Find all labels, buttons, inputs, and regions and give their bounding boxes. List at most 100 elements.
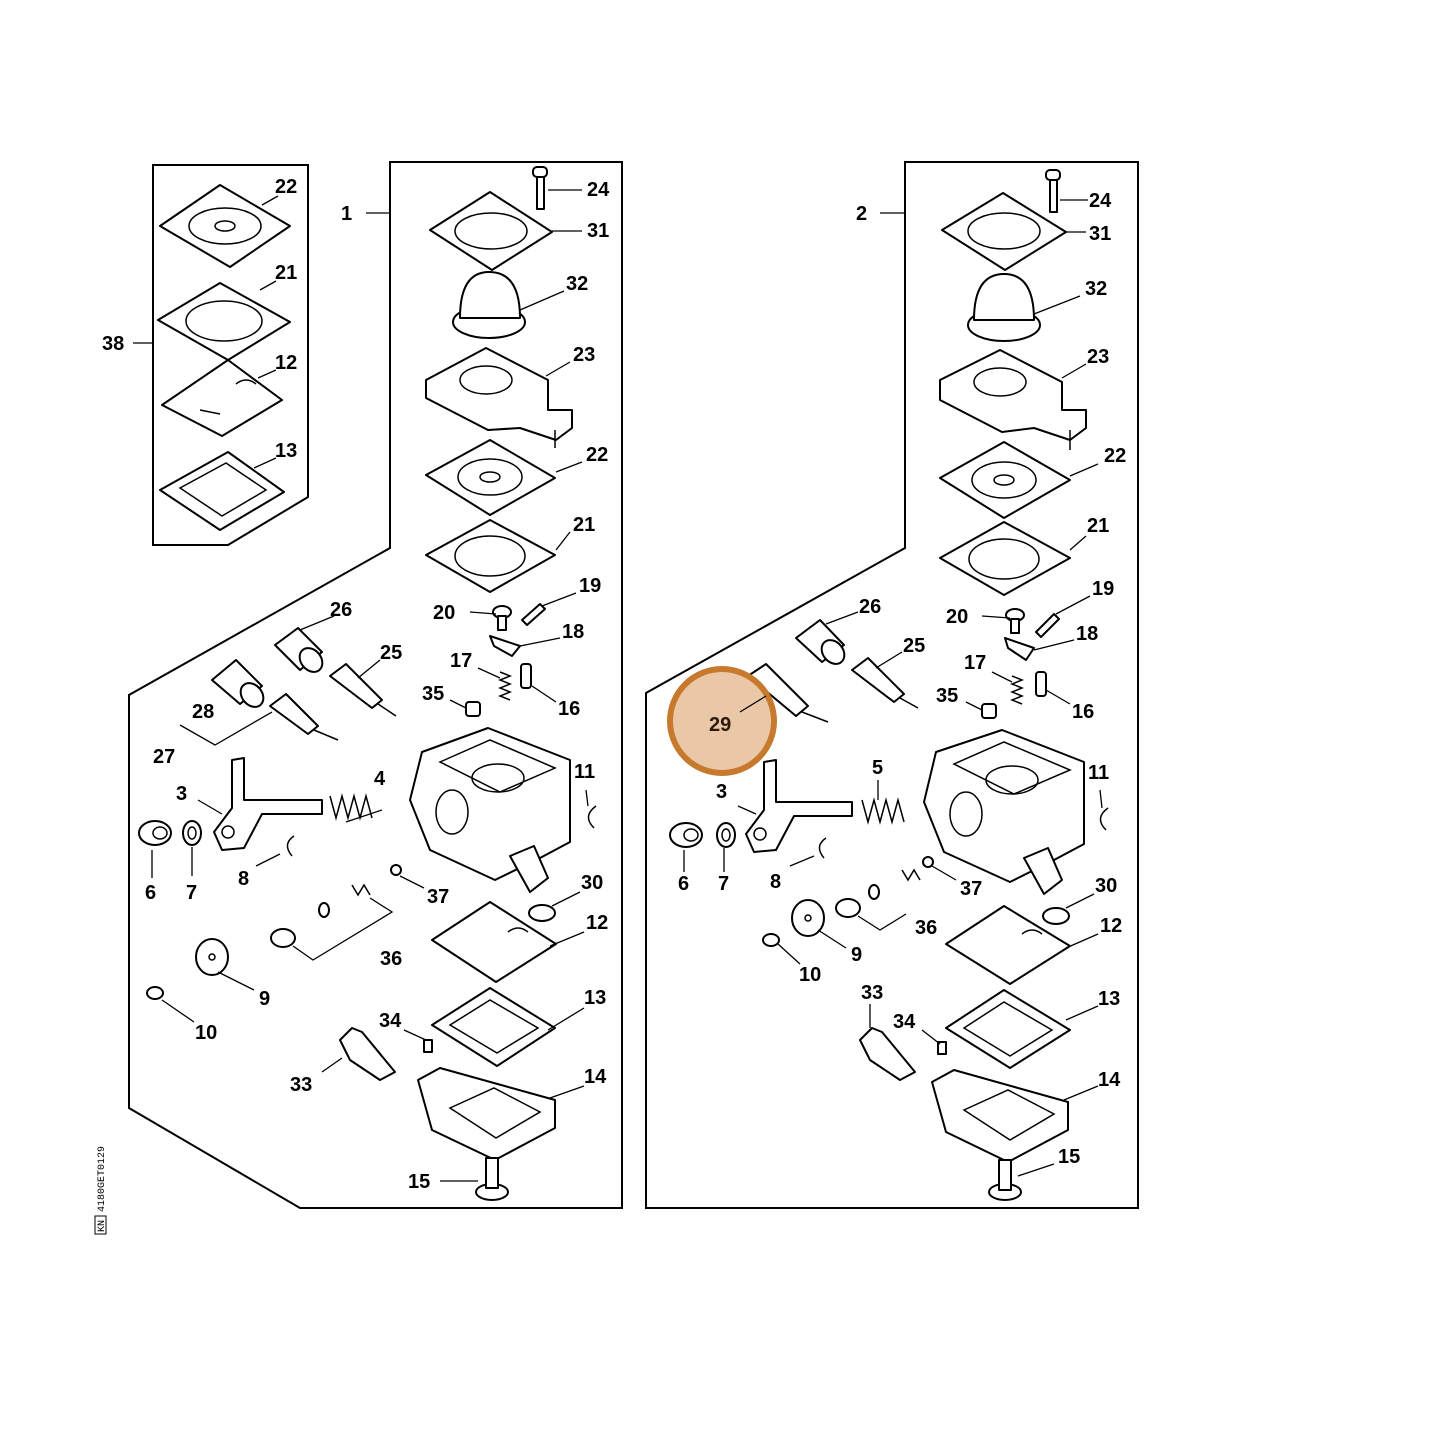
label-33-right[interactable]: 33 — [861, 982, 883, 1004]
fitting-28-left — [211, 659, 265, 708]
label-30-left[interactable]: 30 — [581, 872, 603, 894]
label-16-right[interactable]: 16 — [1072, 701, 1094, 723]
label-13-left[interactable]: 13 — [584, 987, 606, 1009]
left-labels: 1 24 31 32 23 22 21 19 20 18 26 25 17 16… — [145, 179, 610, 1193]
label-27-left[interactable]: 27 — [153, 746, 175, 768]
highlight-ring[interactable] — [667, 666, 777, 776]
label-32-right[interactable]: 32 — [1085, 278, 1107, 300]
washer-7-right — [716, 822, 736, 848]
screw-10-right — [762, 933, 780, 947]
label-19-right[interactable]: 19 — [1092, 578, 1114, 600]
drawing-code: 4180GET0129 KN — [94, 1146, 108, 1235]
label-kit-22[interactable]: 22 — [275, 176, 297, 198]
label-23-right[interactable]: 23 — [1087, 346, 1109, 368]
pump-housing-23-left — [425, 347, 573, 448]
label-38[interactable]: 38 — [102, 333, 124, 355]
label-34-left[interactable]: 34 — [379, 1010, 402, 1032]
label-28-left[interactable]: 28 — [192, 701, 214, 723]
label-10-left[interactable]: 10 — [195, 1022, 217, 1044]
label-9-right[interactable]: 9 — [851, 944, 862, 966]
label-31-left[interactable]: 31 — [587, 220, 609, 242]
label-20-left[interactable]: 20 — [433, 602, 455, 624]
drawing-code-text: 4180GET0129 — [97, 1146, 108, 1212]
label-10-right[interactable]: 10 — [799, 964, 821, 986]
label-25-left[interactable]: 25 — [380, 642, 402, 664]
label-8-left[interactable]: 8 — [238, 868, 249, 890]
label-1[interactable]: 1 — [341, 203, 352, 225]
label-31-right[interactable]: 31 — [1089, 223, 1111, 245]
needle-16-left — [520, 663, 532, 689]
label-26-left[interactable]: 26 — [330, 599, 352, 621]
label-kit-13[interactable]: 13 — [275, 440, 297, 462]
leader-lines — [133, 189, 1103, 1182]
kit-labels: 38 22 21 12 13 — [102, 176, 297, 462]
label-kit-21[interactable]: 21 — [275, 262, 297, 284]
screen-30-right — [1042, 907, 1070, 925]
kit-diaphragm-21 — [157, 282, 291, 361]
label-3-right[interactable]: 3 — [716, 781, 727, 803]
label-25-right[interactable]: 25 — [903, 635, 925, 657]
label-14-right[interactable]: 14 — [1098, 1069, 1121, 1091]
label-17-left[interactable]: 17 — [450, 650, 472, 672]
drawing-code-box — [94, 1215, 107, 1235]
label-16-left[interactable]: 16 — [558, 698, 580, 720]
label-7-left[interactable]: 7 — [186, 882, 197, 904]
label-17-right[interactable]: 17 — [964, 652, 986, 674]
label-24-left[interactable]: 24 — [587, 179, 610, 201]
screw-24-right — [1045, 169, 1061, 213]
label-23-left[interactable]: 23 — [573, 344, 595, 366]
label-9-left[interactable]: 9 — [259, 988, 270, 1010]
label-36-right[interactable]: 36 — [915, 917, 937, 939]
label-36-left[interactable]: 36 — [380, 948, 402, 970]
label-8-right[interactable]: 8 — [770, 871, 781, 893]
label-37-right[interactable]: 37 — [960, 878, 982, 900]
label-13-right[interactable]: 13 — [1098, 988, 1120, 1010]
cover-31-right — [941, 192, 1067, 271]
label-7-right[interactable]: 7 — [718, 873, 729, 895]
nut-6-left — [138, 820, 172, 846]
label-30-right[interactable]: 30 — [1095, 875, 1117, 897]
spring-37-left — [390, 864, 402, 876]
label-34-right[interactable]: 34 — [893, 1011, 916, 1033]
label-18-right[interactable]: 18 — [1076, 623, 1098, 645]
label-22-right[interactable]: 22 — [1104, 445, 1126, 467]
label-14-left[interactable]: 14 — [584, 1066, 607, 1088]
label-12-left[interactable]: 12 — [586, 912, 608, 934]
label-35-left[interactable]: 35 — [422, 683, 444, 705]
label-20-right[interactable]: 20 — [946, 606, 968, 628]
kit-gasket-22 — [159, 184, 291, 268]
label-35-right[interactable]: 35 — [936, 685, 958, 707]
highlight-marker-29[interactable]: 29 — [667, 666, 777, 776]
label-4-left[interactable]: 4 — [374, 768, 386, 790]
label-21-right[interactable]: 21 — [1087, 515, 1109, 537]
label-37-left[interactable]: 37 — [427, 886, 449, 908]
label-11-right[interactable]: 11 — [1088, 762, 1109, 784]
label-22-left[interactable]: 22 — [586, 444, 608, 466]
label-11-left[interactable]: 11 — [574, 761, 595, 783]
right-assembly-frame — [645, 161, 1139, 1209]
label-19-left[interactable]: 19 — [579, 575, 601, 597]
label-2[interactable]: 2 — [856, 203, 867, 225]
label-3-left[interactable]: 3 — [176, 783, 187, 805]
label-26-right[interactable]: 26 — [859, 596, 881, 618]
needle-16-right — [1035, 671, 1047, 697]
lever-18-left — [489, 635, 521, 657]
clip-11-right — [1099, 807, 1109, 831]
gasket-13-left — [431, 987, 556, 1067]
pin-19-left — [521, 603, 546, 626]
label-12-right[interactable]: 12 — [1100, 915, 1122, 937]
label-24-right[interactable]: 24 — [1089, 190, 1112, 212]
label-33-left[interactable]: 33 — [290, 1074, 312, 1096]
label-15-left[interactable]: 15 — [408, 1171, 430, 1193]
drawing-code-box-text: KN — [97, 1220, 108, 1232]
label-6-left[interactable]: 6 — [145, 882, 156, 904]
label-29-right[interactable]: 29 — [709, 714, 731, 736]
label-18-left[interactable]: 18 — [562, 621, 584, 643]
label-32-left[interactable]: 32 — [566, 273, 588, 295]
label-15-right[interactable]: 15 — [1058, 1146, 1080, 1168]
label-5-right[interactable]: 5 — [872, 757, 883, 779]
label-21-left[interactable]: 21 — [573, 514, 595, 536]
throttle-shaft-3-left — [213, 757, 323, 851]
label-6-right[interactable]: 6 — [678, 873, 689, 895]
label-kit-12[interactable]: 12 — [275, 352, 297, 374]
